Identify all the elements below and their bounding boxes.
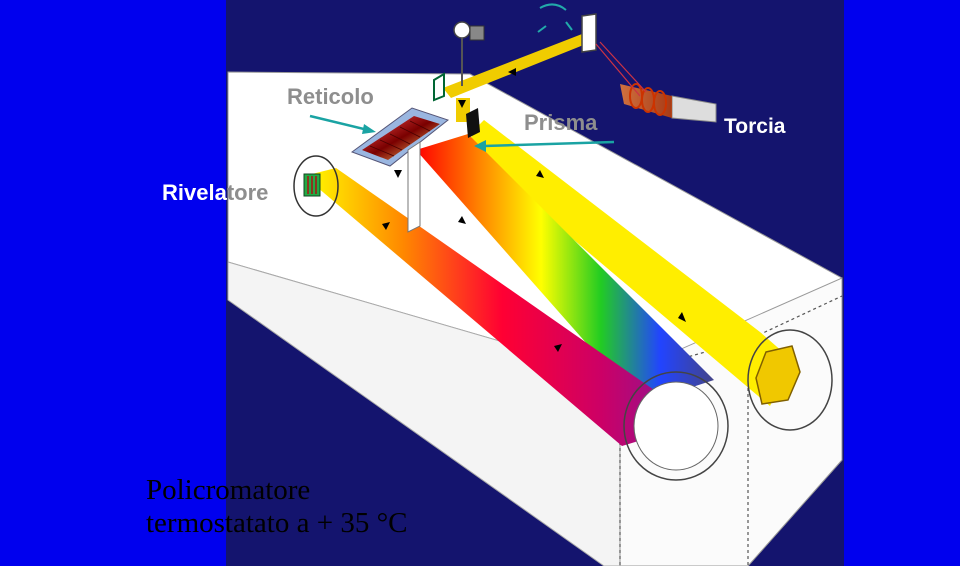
hexagonal-mirror <box>755 345 801 405</box>
caption-line-2: termostatato a + 35 °C <box>146 507 408 539</box>
mirror-plate <box>407 141 421 233</box>
detector-housing <box>293 155 339 217</box>
grating-lines <box>369 120 431 157</box>
prism <box>466 108 480 138</box>
dispersed-beam-to-mirror <box>416 134 714 404</box>
incoming-beam <box>443 34 586 98</box>
detector-label-head: Rivela <box>162 180 227 205</box>
caption: Policromatore termostatato a + 35 °C <box>146 474 408 540</box>
torch-icon <box>595 41 717 123</box>
collimator-mirror <box>623 371 729 481</box>
rotation-arrows-icon <box>537 3 573 33</box>
yellow-beam-to-mirror <box>470 120 792 406</box>
caption-line-1: Policromatore <box>146 474 311 506</box>
entrance-mirror <box>433 72 445 102</box>
grating-surface <box>362 116 440 160</box>
slit-assembly <box>453 21 485 86</box>
beam-direction-arrows <box>382 68 686 352</box>
spectrum-to-detector <box>304 168 700 446</box>
detector-label: Rivelatore <box>162 180 268 206</box>
pointer-lines <box>309 114 615 152</box>
detector-pixels <box>307 176 317 194</box>
torch-view-mirror <box>581 13 597 53</box>
collimator-mirror-inner <box>633 381 719 471</box>
second-mirror <box>747 329 833 431</box>
grating-label: Reticolo <box>287 84 374 109</box>
detector-label-tail: tore <box>226 180 269 205</box>
prism-label: Prisma <box>524 110 598 135</box>
torch-label: Torcia <box>724 115 786 138</box>
